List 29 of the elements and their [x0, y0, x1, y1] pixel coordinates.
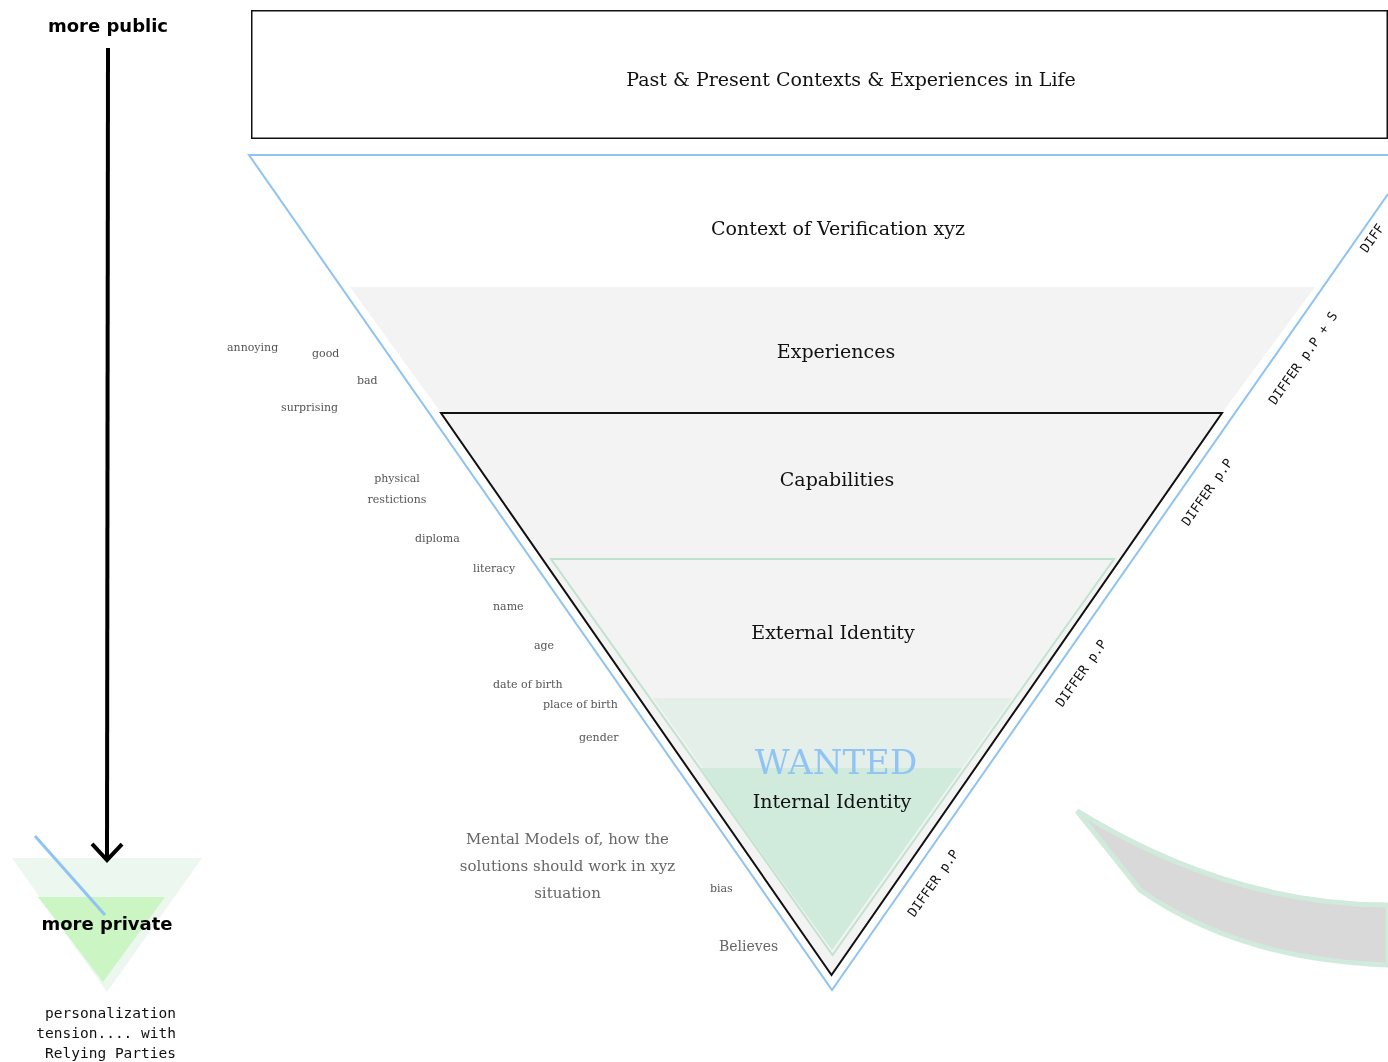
side-label: gender — [579, 731, 619, 744]
stamp-text: WANTED — [754, 742, 918, 782]
side-label: annoying — [227, 341, 279, 354]
side-label: diploma — [415, 532, 460, 545]
context-box — [251, 10, 1388, 139]
layer-title: External Identity — [751, 621, 915, 643]
side-label: bad — [357, 374, 378, 387]
side-label: good — [312, 347, 340, 360]
layer-title: Context of Verification xyz — [711, 217, 965, 239]
side-label: place of birth — [543, 698, 618, 711]
layer-title: Experiences — [776, 340, 896, 362]
layer-band — [350, 287, 1315, 413]
side-label: physical restictions — [366, 471, 428, 508]
side-label: Believes — [719, 938, 779, 954]
side-label: age — [534, 639, 555, 652]
side-label: literacy — [473, 562, 516, 575]
side-label: name — [493, 600, 524, 613]
note-text: Mental Models of, how the solutions should work in xyz situation — [458, 829, 677, 904]
layer-title: Capabilities — [779, 468, 895, 490]
axis-label: more public — [47, 14, 169, 36]
small-triangle — [12, 858, 202, 992]
layer-title: Past & Present Contexts & Experiences in Life — [626, 68, 1076, 90]
arrow — [90, 48, 124, 862]
side-label: date of birth — [493, 678, 563, 691]
note-text: personalization tension.... with Relying Parties — [35, 1004, 176, 1062]
layer-title: Internal Identity — [752, 790, 912, 812]
side-label: bias — [710, 882, 733, 895]
axis-label: more private — [41, 912, 173, 934]
side-label: surprising — [281, 401, 339, 414]
